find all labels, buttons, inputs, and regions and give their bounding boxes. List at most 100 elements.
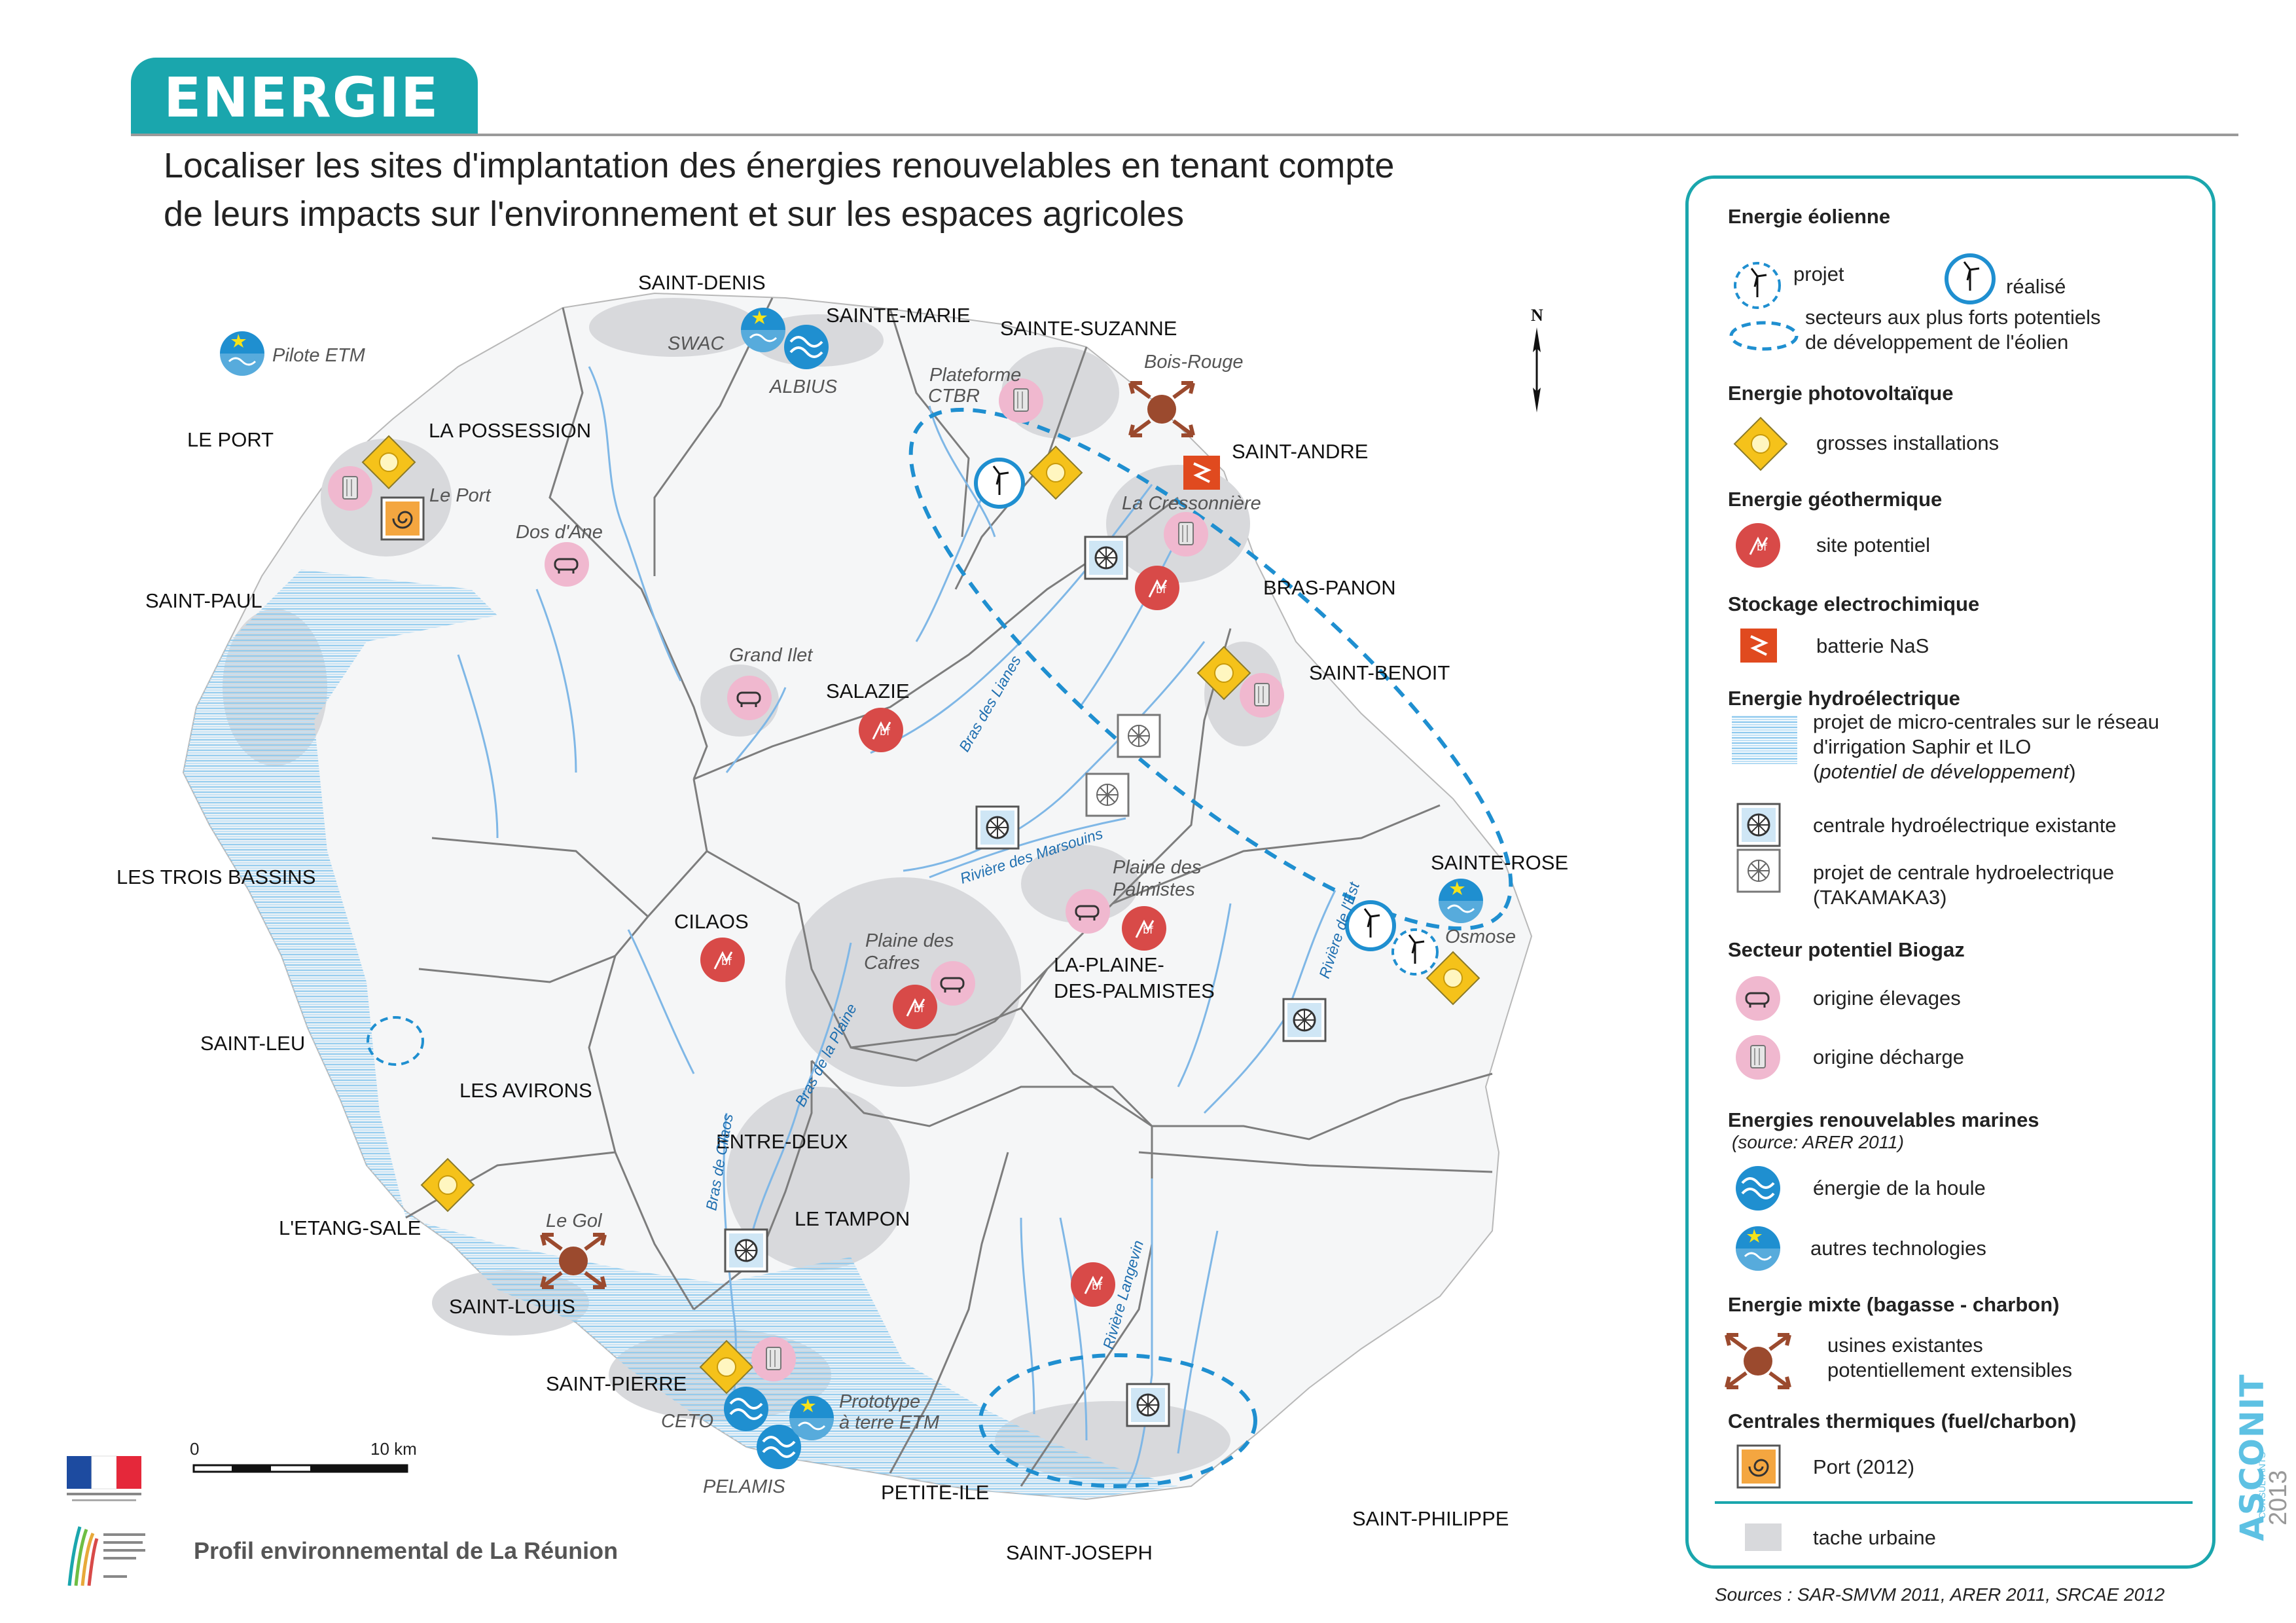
legend-biogaz-decharge: origine décharge xyxy=(1813,1046,1964,1068)
legend-pv-title: Energie photovoltaïque xyxy=(1728,382,1954,405)
map-label-plaine-palmistes-2: Palmistes xyxy=(1113,879,1195,900)
mixte-icon xyxy=(1719,1328,1797,1394)
map-label-la-possession: LA POSSESSION xyxy=(429,419,591,442)
legend-mixte-2: potentiellement extensibles xyxy=(1827,1359,2072,1381)
wind-sector-east xyxy=(908,407,1513,931)
geo-cafres-icon xyxy=(891,983,939,1030)
hydro-existing-icon-5 xyxy=(1126,1383,1170,1427)
legend-eolien-title: Energie éolienne xyxy=(1728,205,1891,228)
marianne-logo xyxy=(67,1455,141,1501)
sources-note: Sources : SAR-SMVM 2011, ARER 2011, SRCA… xyxy=(1715,1584,2165,1605)
map-label-le-gol: Le Gol xyxy=(546,1211,603,1231)
map-label-plateforme-1: Plateforme xyxy=(929,365,1021,386)
map-label-le-port-site: Le Port xyxy=(429,485,492,506)
grand-ilet-elevage-icon xyxy=(726,674,773,721)
dos-dane-elevage-icon xyxy=(543,541,590,588)
plaine-cafres-elevage-icon xyxy=(929,960,977,1007)
hydro-existing-icon-1 xyxy=(1084,536,1128,580)
hydro-project-icon-2 xyxy=(1085,773,1130,817)
rivers xyxy=(457,366,1336,1487)
legend-biogaz-elevages: origine élevages xyxy=(1813,987,1961,1010)
legend-panel: Energie éolienne projet réalisé secteurs… xyxy=(1685,175,2215,1569)
map-label-saint-pierre: SAINT-PIERRE xyxy=(546,1372,687,1395)
nas-battery-icon xyxy=(1739,627,1778,664)
legend-thermique-title: Centrales thermiques (fuel/charbon) xyxy=(1728,1410,2077,1432)
thermal-icon xyxy=(1736,1444,1781,1489)
map-label-swac: SWAC xyxy=(668,333,725,354)
dreal-logo xyxy=(67,1526,145,1586)
map-label-plaine-cafres-2: Cafres xyxy=(864,953,920,974)
map-label-la-cressonniere: La Cressonnière xyxy=(1122,493,1261,514)
legend-eolien-secteurs-1: secteurs aux plus forts potentiels xyxy=(1805,306,2101,329)
map-label-plaine-cafres-1: Plaine des xyxy=(865,930,954,951)
map-label-saint-philippe: SAINT-PHILIPPE xyxy=(1352,1507,1509,1530)
legend-geo-item: site potentiel xyxy=(1816,534,1931,556)
map-label-saint-denis: SAINT-DENIS xyxy=(638,271,766,294)
map-label-les-trois-bassins: LES TROIS BASSINS xyxy=(117,866,315,888)
map-label-la-plaine-1: LA-PLAINE- xyxy=(1054,953,1164,976)
urban-swatch xyxy=(1745,1523,1782,1551)
solar-icon xyxy=(1734,417,1787,471)
biogaz-decharge-icon xyxy=(1735,1034,1781,1080)
map-label-bras-panon: BRAS-PANON xyxy=(1263,576,1396,599)
legend-hydro-projet-1: projet de centrale hydroelectrique xyxy=(1813,861,2115,884)
legend-biogaz-title: Secteur potentiel Biogaz xyxy=(1728,938,1965,961)
subtitle-line-1: Localiser les sites d'implantation des é… xyxy=(164,146,1395,185)
geo-icon-1 xyxy=(1134,564,1181,611)
legend-stockage-title: Stockage electrochimique xyxy=(1728,593,1980,615)
north-arrow: N xyxy=(1531,306,1543,412)
micro-centrales-zone xyxy=(183,570,1178,1499)
map-label-l-etang-sale: L'ETANG-SALE xyxy=(279,1216,421,1239)
cressonniere-decharge-icon xyxy=(1163,511,1209,557)
hydro-existing-icon xyxy=(1736,803,1781,847)
geo-langevin-icon xyxy=(1069,1261,1117,1308)
swac-icon xyxy=(740,306,787,354)
map-label-saint-joseph: SAINT-JOSEPH xyxy=(1006,1541,1153,1564)
map-label-le-port: LE PORT xyxy=(187,428,274,451)
legend-hydro-projet-2: (TAKAMAKA3) xyxy=(1813,886,1947,909)
map-label-saint-leu: SAINT-LEU xyxy=(200,1032,305,1055)
brand-sub: CONSULTANTS xyxy=(2257,1451,2267,1519)
commune-labels: SAINT-DENISSAINTE-MARIESAINTE-SUZANNESAI… xyxy=(117,271,1568,1564)
hydro-project-icon-1 xyxy=(1117,714,1161,758)
saint-benoit-decharge-icon xyxy=(1239,672,1285,718)
map-label-plateforme-2: CTBR xyxy=(928,386,980,407)
legend-mixte-title: Energie mixte (bagasse - charbon) xyxy=(1728,1293,2060,1316)
subtitle-line-2: de leurs impacts sur l'environnement et … xyxy=(164,194,1185,234)
legend-geo-title: Energie géothermique xyxy=(1728,488,1943,511)
wind-sector-icon xyxy=(1729,321,1799,351)
legend-hydro-existante: centrale hydroélectrique existante xyxy=(1813,814,2117,837)
map-label-prototype-2: à terre ETM xyxy=(839,1412,940,1433)
map-label-entre-deux: ENTRE-DEUX xyxy=(716,1130,848,1153)
nas-battery-icon xyxy=(1182,454,1221,491)
geo-cilaos-icon xyxy=(699,936,746,983)
legend-marines-source: (source: ARER 2011) xyxy=(1732,1132,1904,1152)
map-label-sainte-marie: SAINTE-MARIE xyxy=(826,304,970,327)
scale-zero: 0 xyxy=(190,1439,200,1459)
map-label-saint-andre: SAINT-ANDRE xyxy=(1232,440,1368,463)
legend-hydro-micro-1: projet de micro-centrales sur le réseau xyxy=(1813,710,2159,733)
hatch-swatch xyxy=(1732,716,1797,764)
pilote-etm-icon xyxy=(219,330,266,377)
albius-icon xyxy=(783,323,830,371)
geothermal-icon xyxy=(1734,522,1782,569)
map-label-sainte-rose: SAINTE-ROSE xyxy=(1431,851,1568,874)
legend-eolien-secteurs-2: de développement de l'éolien xyxy=(1805,331,2069,354)
wind-realise-icon xyxy=(1941,249,2000,308)
map-label-plaine-palmistes-1: Plaine des xyxy=(1113,857,1201,878)
map-label-le-tampon: LE TAMPON xyxy=(795,1207,910,1230)
legend-marines-title: Energies renouvelables marines xyxy=(1728,1108,2039,1131)
plaine-palmistes-elevage-icon xyxy=(1064,888,1111,935)
header-rule xyxy=(131,134,2238,136)
wind-project-saint-leu xyxy=(367,1016,424,1066)
map-label-pelamis: PELAMIS xyxy=(703,1476,785,1497)
thermal-port-icon xyxy=(380,496,425,541)
legend-marines-houle: énergie de la houle xyxy=(1813,1176,1986,1199)
map-label-saint-paul: SAINT-PAUL xyxy=(145,589,262,612)
geo-salazie-icon xyxy=(857,706,905,754)
map-label-salazie: SALAZIE xyxy=(826,680,910,702)
map-label-albius: ALBIUS xyxy=(768,376,838,397)
hydro-existing-icon-4 xyxy=(724,1228,768,1273)
le-port-decharge-icon xyxy=(327,465,373,511)
